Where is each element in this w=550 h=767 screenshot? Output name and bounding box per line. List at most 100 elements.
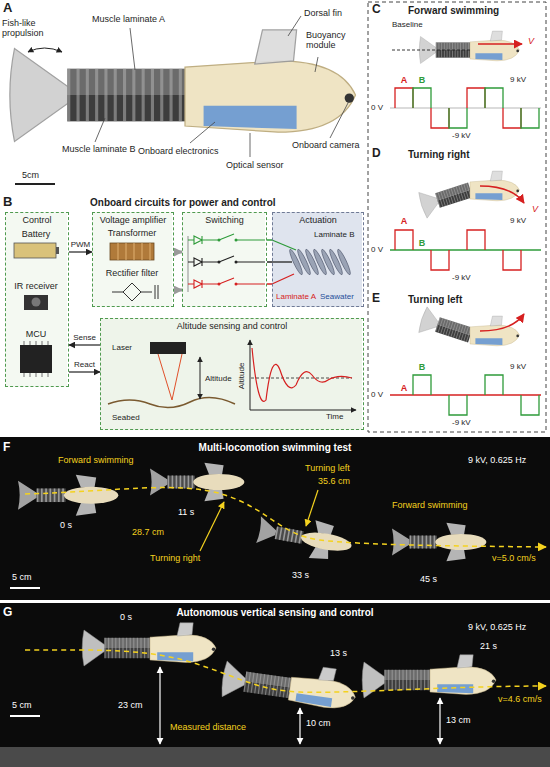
annotation: Measured distance	[170, 722, 246, 732]
mode-illustration	[480, 186, 524, 203]
switching-circuit	[218, 239, 221, 242]
laminate-wire	[272, 240, 296, 284]
panel-letter: E	[372, 292, 380, 306]
panel-letter: B	[3, 195, 12, 210]
annotation: Forward swimming	[392, 500, 468, 510]
leader-line	[288, 16, 301, 36]
voltage-label: 9 kV	[510, 75, 526, 84]
laminate-stack	[288, 248, 352, 275]
velocity-label: v=5.0 cm/s	[492, 553, 536, 563]
dimension-label: 23 cm	[118, 700, 143, 710]
panel-title: Turning right	[408, 149, 469, 161]
laminate-wire	[272, 274, 294, 284]
voltage-label: 9 kV	[510, 362, 526, 371]
scale-bar	[10, 587, 40, 589]
box-fill	[182, 212, 265, 307]
switching-circuit	[188, 256, 265, 266]
transformer-icon	[118, 243, 150, 260]
voltage-label: 0 V	[371, 103, 383, 112]
scale-bar	[15, 183, 55, 185]
altitude-sensing-illustration	[250, 410, 356, 411]
mode-illustration	[470, 171, 520, 201]
mode-illustration	[392, 50, 470, 51]
robot-illustration	[10, 30, 356, 142]
dimension-label: 28.7 cm	[132, 527, 164, 537]
connector	[174, 251, 182, 254]
mcu-chip-icon	[20, 341, 52, 377]
box-fill	[272, 212, 362, 307]
signal-label: Sense	[73, 334, 96, 343]
swimming-snapshot	[288, 663, 359, 711]
mcu-chip-icon	[24, 341, 48, 377]
swimming-snapshot	[362, 662, 430, 698]
mode-illustration	[417, 306, 474, 348]
time-stamp: 21 s	[480, 641, 497, 651]
voltage-waveform	[413, 375, 539, 415]
part-label: Buoyancy module	[306, 30, 362, 51]
mode-illustration	[478, 43, 522, 45]
seabed	[0, 747, 550, 767]
rectifier-icon	[123, 283, 141, 301]
swimming-snapshot	[18, 475, 118, 516]
distance-arrow	[159, 667, 160, 744]
connector	[69, 251, 92, 252]
component-label: Laminate B	[314, 230, 354, 239]
altitude-sensing-illustration	[108, 397, 235, 407]
amplifier-box: Voltage amplifier	[92, 212, 174, 307]
part-label: Dorsal fin	[304, 8, 342, 18]
box-fill	[92, 212, 172, 307]
dimension-label: 10 cm	[306, 718, 331, 728]
signal-name: A	[401, 383, 408, 393]
dimension-label: 13 cm	[446, 715, 471, 725]
laminate-stack	[336, 248, 352, 275]
time-stamp: 45 s	[420, 574, 437, 584]
component-label: Laminate A	[276, 292, 316, 301]
ir-receiver-icon	[32, 298, 41, 307]
connector	[69, 344, 100, 345]
box-title: Actuation	[276, 215, 360, 226]
panel-letter: D	[372, 147, 381, 161]
distance-arrow	[299, 708, 300, 744]
switching-circuit	[235, 283, 238, 286]
mode-illustration	[392, 31, 524, 348]
switching-circuit	[235, 261, 238, 264]
component-label: Seabed	[112, 413, 140, 422]
ir-receiver-icon	[24, 295, 48, 310]
swimming-snapshot	[150, 463, 244, 501]
switching-circuit	[218, 283, 221, 286]
box-fill	[100, 318, 362, 430]
switching-circuit	[188, 234, 265, 292]
voltage-waveform	[395, 88, 521, 128]
box-fill	[5, 212, 67, 387]
rectifier-icon	[155, 285, 158, 299]
altitude-sensing-illustration	[150, 342, 186, 354]
distance-arrow	[439, 698, 440, 744]
component-label: MCU	[26, 329, 47, 339]
annotation: Baseline	[392, 20, 423, 29]
panel-letter: C	[372, 3, 381, 17]
switching-box: Switching	[182, 212, 267, 307]
robot-illustration	[28, 48, 62, 52]
connector	[69, 371, 100, 372]
voltage-label: -9 kV	[452, 418, 471, 427]
altitude-sensing-illustration	[108, 340, 356, 410]
annotation: Forward swimming	[58, 455, 134, 465]
leader-line	[330, 101, 349, 138]
velocity-label: v=4.6 cm/s	[498, 694, 542, 704]
trajectory	[25, 650, 546, 692]
mcu-chip-icon	[20, 345, 52, 373]
transformer-icon	[110, 243, 154, 260]
part-label: Optical sensor	[226, 160, 284, 170]
panel-letter: G	[3, 606, 12, 620]
laminate-wire	[272, 261, 292, 262]
leader-line	[250, 133, 251, 157]
component-label: IR receiver	[14, 281, 58, 291]
altitude-sensing-illustration	[251, 378, 352, 379]
mode-illustration	[480, 314, 524, 331]
voltage-label: 0 V	[371, 245, 383, 254]
annotation: Turning right	[150, 553, 200, 563]
distance-arrow	[160, 667, 440, 744]
time-stamp: 0 s	[60, 520, 72, 530]
dimension-label: 35.6 cm	[318, 476, 350, 486]
